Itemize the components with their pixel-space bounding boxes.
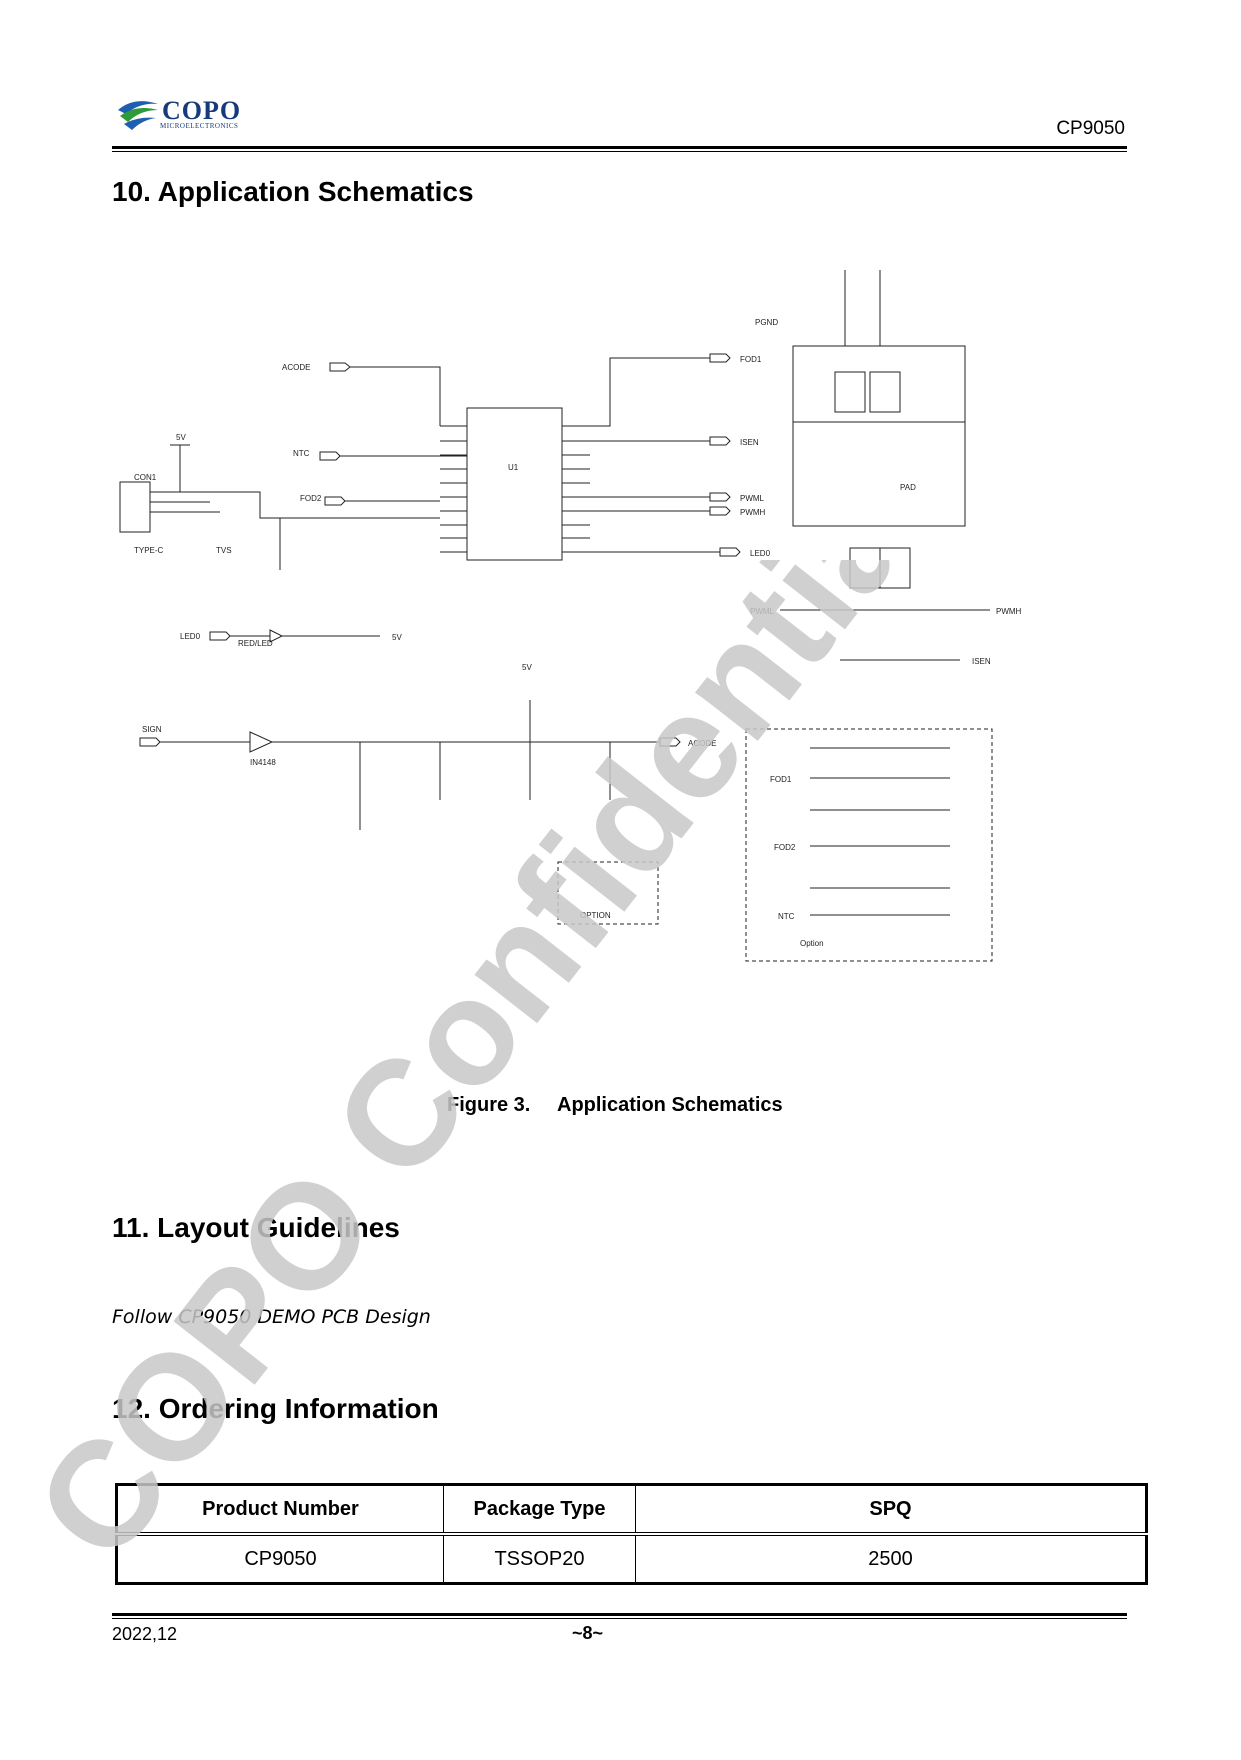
fod2-label: FOD2 (300, 494, 322, 503)
option-label: OPTION (580, 911, 611, 920)
cell-package-type: TSSOP20 (443, 1533, 636, 1584)
document-id: CP9050 (1056, 118, 1125, 139)
fod1-port (709, 353, 731, 363)
acode-label: ACODE (282, 363, 310, 372)
figure-caption: Figure 3. Application Schematics (447, 1094, 783, 1117)
power-stage-box (792, 345, 966, 527)
isen-port (709, 436, 731, 446)
pwmh-label-2: PWMH (996, 607, 1022, 616)
layout-guideline-text: Follow CP9050 DEMO PCB Design (112, 1306, 431, 1328)
cell-product-number: CP9050 (116, 1533, 444, 1584)
d4-diode (249, 731, 274, 753)
u1-label: U1 (508, 463, 519, 472)
ntc-label: NTC (293, 449, 310, 458)
figure-caption-number: Figure 3. (447, 1094, 531, 1116)
application-schematic: U1 ACODE FOD1 ISEN NTC FOD2 PWML PWMH LE… (119, 270, 1022, 962)
option-box (557, 861, 659, 925)
header-rule-thin (112, 151, 1127, 152)
typec-label: TYPE-C (134, 546, 164, 555)
section-title-application: 10. Application Schematics (112, 176, 474, 207)
ntc-label-2: NTC (778, 912, 795, 921)
logo-subtitle: MICROELECTRONICS (160, 122, 239, 130)
page-number: ~8~ (572, 1623, 604, 1643)
footer-date: 2022,12 (112, 1624, 178, 1644)
sign-label: SIGN (142, 725, 162, 734)
u1-left-pins (440, 425, 590, 553)
red-led-label: RED/LED (238, 639, 273, 648)
option-label-2: Option (800, 939, 824, 948)
v5-label-2: 5V (392, 633, 402, 642)
col-header-spq: SPQ (635, 1484, 1147, 1536)
option-box-right (745, 728, 993, 962)
pgnd-label: PGND (755, 318, 778, 327)
led0-label-2: LED0 (180, 632, 201, 641)
tvs-label: TVS (216, 546, 232, 555)
ordering-table: Product Number Package Type SPQ CP9050 T… (115, 1483, 1148, 1585)
fod1-label: FOD1 (740, 355, 762, 364)
acode-label-2: ACODE (688, 739, 716, 748)
footer-rule-thin (112, 1618, 1127, 1619)
copo-logo-icon (118, 101, 158, 130)
figure-caption-text: Application Schematics (557, 1094, 783, 1116)
v5-label-1: 5V (176, 433, 186, 442)
pwmh-label: PWMH (740, 508, 766, 517)
typec-connector (119, 481, 151, 533)
footer-rule (112, 1613, 1127, 1616)
red-led-diode (269, 629, 284, 643)
pwml-label-2: PWML (750, 607, 775, 616)
pwml-label-1: PWML (740, 494, 765, 503)
fod1-label-2: FOD1 (770, 775, 792, 784)
con1-label: CON1 (134, 473, 157, 482)
cell-spq: 2500 (635, 1533, 1147, 1584)
pad-label: PAD (900, 483, 916, 492)
isen-label: ISEN (740, 438, 759, 447)
table-row: CP9050 TSSOP20 2500 (116, 1533, 1147, 1584)
section-title-ordering: 12. Ordering Information (112, 1393, 439, 1424)
col-header-package-type: Package Type (443, 1484, 636, 1536)
table-header-row: Product Number Package Type SPQ (116, 1484, 1147, 1536)
section-title-layout: 11. Layout Guidelines (112, 1212, 400, 1243)
acode-port (329, 362, 351, 372)
col-header-product-number: Product Number (116, 1484, 444, 1536)
isen-label-2: ISEN (972, 657, 991, 666)
v5-label-3: 5V (522, 663, 532, 672)
u1-chip (466, 407, 563, 561)
fod2-label-2: FOD2 (774, 843, 796, 852)
header-rule (112, 146, 1127, 149)
logo-wordmark: COPO (162, 96, 242, 125)
in4148-label: IN4148 (250, 758, 276, 767)
led0-label-1: LED0 (750, 549, 771, 558)
